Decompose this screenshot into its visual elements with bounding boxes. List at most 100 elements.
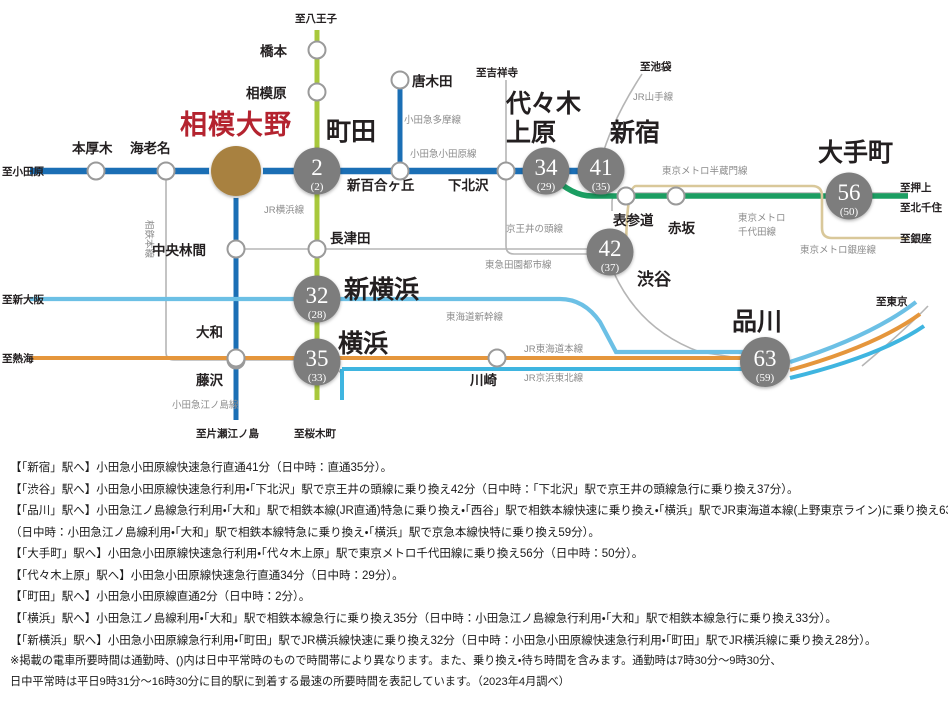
terminal-label-to-kichijoji: 至吉祥寺 [476,66,518,79]
note-shinagawa-cont: （日中時：小田急江ノ島線利用・「大和」駅で相鉄本線特急に乗り換え・「横浜」駅で京… [10,526,600,539]
map-background [0,0,948,455]
station-number-sub-shinyokohama: (28) [308,309,327,321]
station-label-yokohama: 横浜 [338,330,388,358]
terminal-label-to-ginza: 至銀座 [900,232,932,245]
note-shibuya: 【「渋谷」駅へ】小田急小田原線快速急行利用・「下北沢」駅で京王井の頭線に乗り換え… [10,483,799,496]
line-label-jr-keihintohoku: JR京浜東北線 [524,372,584,384]
tokaido-shinkansen-line [30,296,760,355]
station-node-machida[interactable]: 2 (2) [293,147,341,195]
station-label-yoyogiuehara-1: 代々木 [505,90,581,118]
station-dot-chuorinkan [226,239,246,259]
station-dot-fujisawa-anchor [226,348,246,368]
station-label-yoyogiuehara-2: 上原 [506,119,556,147]
station-number-sub-yoyogiuehara: (29) [537,181,556,193]
terminal-label-to-katasee: 至片瀬江ノ島 [196,427,259,440]
station-label-otemachi: 大手町 [818,139,893,167]
note-otemachi: 【「大手町」駅へ】小田急小田原線快速急行利用・「代々木上原」駅で東京メトロ千代田… [10,548,644,561]
station-dot-karakida [390,70,410,90]
station-dot-hashimoto [307,40,327,60]
line-label-sotetsu-honsen: 相鉄本線 [143,220,155,259]
line-label-metro-ginza: 東京メトロ銀座線 [800,244,877,256]
line-label-jr-yokohama: JR横浜線 [264,204,305,216]
station-dot-nagatsuta [307,239,327,259]
station-number-sub-yokohama: (33) [308,372,327,384]
station-label-shibuya: 渋谷 [637,269,671,289]
line-label-odakyu-enoshima: 小田急江ノ島線 [172,399,239,411]
station-label-yamato: 大和 [196,324,223,340]
station-label-machida: 町田 [326,118,376,146]
station-number-sub-machida: (2) [311,181,324,193]
station-label-fujisawa: 藤沢 [196,372,223,388]
line-label-keio-inokashira: 京王井の頭線 [506,223,564,235]
line-label-odakyu-tama: 小田急多摩線 [404,114,462,126]
note-shinjuku: 【「新宿」駅へ】小田急小田原線快速急行直通41分（日中時：直通35分）。 [10,462,393,474]
terminal-label-to-ikebukuro: 至池袋 [640,60,672,73]
access-notes: 【「新宿」駅へ】小田急小田原線快速急行直通41分（日中時：直通35分）。 【「渋… [0,462,948,699]
station-node-yoyogiuehara[interactable]: 34 (29) [522,147,570,195]
station-label-shinyokohama: 新横浜 [343,276,419,304]
terminal-label-to-sakuragicho: 至桜木町 [294,427,336,440]
station-number-machida: 2 [311,155,323,180]
line-label-metro-chiyoda-2: 千代田線 [738,226,777,238]
line-label-tokyu-denentoshi: 東急田園都市線 [485,259,552,271]
station-dot-honatsugi [86,161,106,181]
terminal-label-to-atami: 至熱海 [2,352,34,365]
line-label-tokaido-shinkansen: 東海道新幹線 [446,311,504,323]
note-machida: 【「町田」駅へ】小田急小田原線直通2分（日中時：2分）。 [10,591,311,604]
station-number-shinagawa: 63 [754,346,777,371]
station-node-otemachi[interactable]: 56 (50) [825,172,873,220]
station-number-shibuya: 42 [599,236,622,261]
station-label-shinagawa: 品川 [732,308,782,336]
line-label-metro-hanzomon: 東京メトロ半蔵門線 [662,165,748,177]
station-label-shinjuku: 新宿 [609,119,660,147]
station-dot-shinyurigaoka [390,161,410,181]
station-label-karakida: 唐木田 [412,73,453,89]
route-map: 2 (2) 34 (29) 41 (35) 56 (50) 42 (37) 32… [0,0,948,455]
station-label-ebina: 海老名 [130,140,171,156]
station-label-sagamihara: 相模原 [246,85,287,101]
jr-keihin-tohoku-line [340,367,762,400]
station-number-shinyokohama: 32 [306,283,329,308]
station-dot-sagamihara [307,82,327,102]
keio-inokashira-path [505,171,596,255]
line-label-jr-tokaido: JR東海道本線 [524,343,584,355]
note-disclaimer-2: 日中平常時は平日9時31分～16時30分に目的駅に到着する最速の所要時間を表記し… [10,676,570,689]
terminal-label-to-tokyo: 至東京 [876,295,908,308]
station-dot-shimokitazawa [496,161,516,181]
station-node-shinyokohama[interactable]: 32 (28) [293,275,341,323]
station-label-honatsugi: 本厚木 [71,140,113,156]
station-node-shibuya[interactable]: 42 (37) [586,228,634,276]
note-shinagawa: 【「品川」駅へ】小田急江ノ島線急行利用・「大和」駅で相鉄本線(JR直通)特急に乗… [10,505,948,518]
shinagawa-fan-gray [861,305,929,367]
station-dot-omotesando [616,186,636,206]
station-dot-ebina [156,161,176,181]
station-dots [86,40,686,370]
station-node-shinjuku[interactable]: 41 (35) [577,147,625,195]
station-node-yokohama[interactable]: 35 (33) [293,338,341,386]
station-number-yoyogiuehara: 34 [535,155,559,180]
terminal-label-to-hachioji: 至八王子 [295,13,337,25]
station-number-sub-shinagawa: (59) [756,372,775,384]
station-node-sagamiono[interactable] [209,144,263,198]
shinagawa-fan [789,300,926,380]
note-shinyokohama: 【「新横浜」駅へ】小田急小田原線急行利用・「町田」駅でJR横浜線快速に乗り換え3… [10,634,877,647]
station-label-sagamiono: 相模大野 [180,110,292,140]
station-dot-akasaka [666,186,686,206]
terminal-label-to-odawara: 至小田原 [2,165,44,178]
terminal-label-to-kitasenju: 至北千住 [900,201,942,214]
station-label-shinyurigaoka: 新百合ヶ丘 [346,177,415,193]
station-label-chuorinkan: 中央林間 [152,242,206,258]
station-number-otemachi: 56 [838,180,861,205]
terminal-label-to-shinosaka: 至新大阪 [2,293,44,306]
terminal-label-to-oshiage: 至押上 [900,181,932,194]
station-number-sub-otemachi: (50) [840,206,859,218]
station-number-sub-shibuya: (37) [601,262,620,274]
station-node-shinagawa[interactable]: 63 (59) [740,337,790,387]
station-dot-kawasaki [487,348,507,368]
line-label-jr-yamanote: JR山手線 [633,91,674,103]
station-label-kawasaki: 川崎 [469,372,497,388]
station-number-sub-shinjuku: (35) [592,181,611,193]
station-number-yokohama: 35 [306,346,329,371]
line-label-metro-chiyoda-1: 東京メトロ [738,212,786,224]
note-disclaimer-1: ※掲載の電車所要時間は通勤時、()内は日中平常時のもので時間帯により異なります。… [10,655,782,668]
